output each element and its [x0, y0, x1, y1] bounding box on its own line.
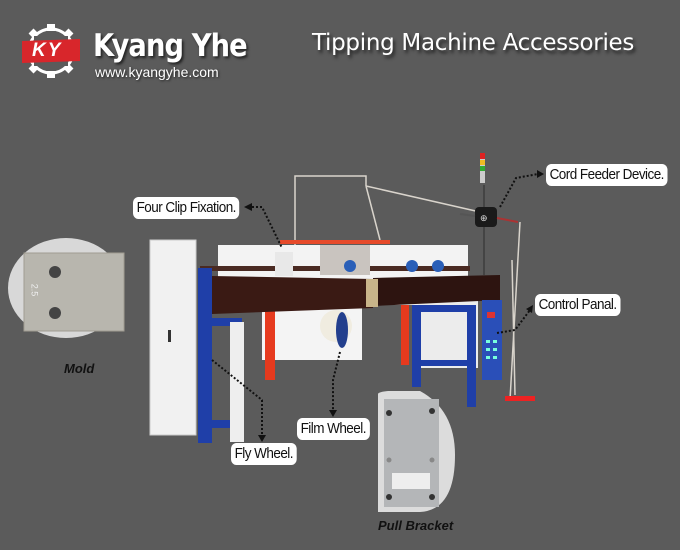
pull-bracket-image: [384, 399, 439, 507]
svg-text:⊕: ⊕: [480, 213, 488, 223]
website-link[interactable]: www.kyangyhe.com: [95, 64, 219, 80]
callout-four-clip-fixation: Four Clip Fixation.: [133, 197, 240, 219]
callout-fly-wheel: Fly Wheel.: [231, 443, 297, 465]
gear-icon: [22, 24, 80, 78]
control-panel: [482, 300, 502, 380]
logo: KY: [18, 22, 84, 80]
logo-text: KY: [32, 40, 63, 61]
mold-image: [24, 253, 124, 331]
pull-bracket-caption: Pull Bracket: [378, 518, 454, 533]
brand-name: Kyang Yhe: [93, 28, 248, 64]
mold-stamp: 2.5: [29, 283, 40, 297]
page-title: Tipping Machine Accessories: [312, 30, 635, 56]
cord-feeder-device: [475, 207, 497, 227]
callout-control-panel: Control Panal.: [535, 294, 621, 316]
callout-film-wheel: Film Wheel.: [297, 418, 370, 440]
callout-cord-feeder-device: Cord Feeder Device.: [546, 164, 668, 186]
mold-caption: Mold: [64, 361, 95, 376]
